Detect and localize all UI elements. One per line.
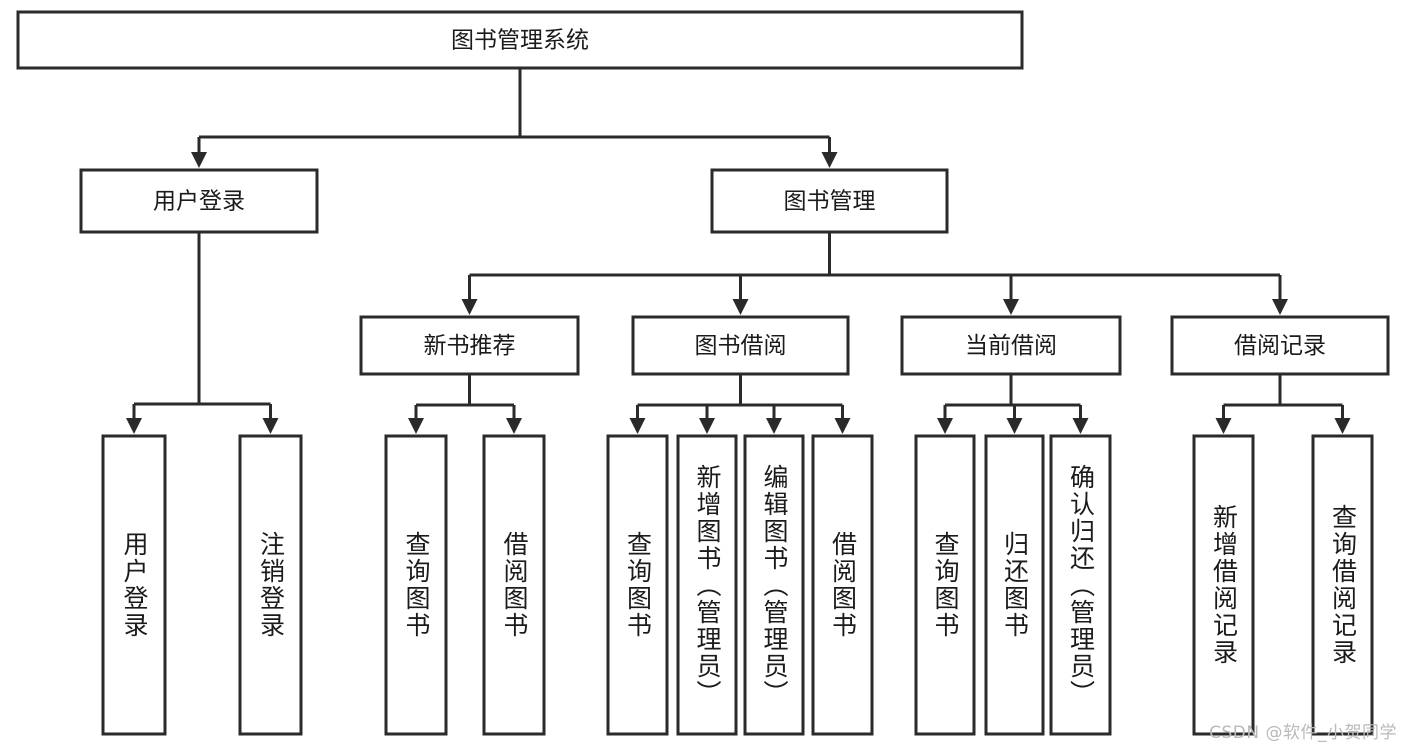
arrow-head-icon <box>732 299 749 315</box>
leaf-node-box[interactable] <box>914 434 976 736</box>
leaf-node-box[interactable] <box>1049 434 1112 736</box>
root-node-box[interactable] <box>16 10 1024 70</box>
arrow-head-icon <box>821 152 838 168</box>
connector-layer <box>126 68 1351 434</box>
level3-node-label: 借阅记录 <box>1234 333 1326 359</box>
arrow-head-icon <box>1072 418 1089 434</box>
leaf-node-box[interactable] <box>984 434 1045 736</box>
level2-node-label: 用户登录 <box>153 189 245 215</box>
arrow-head-icon <box>629 418 646 434</box>
level2-node-box[interactable] <box>710 168 949 234</box>
level3-node-box[interactable] <box>359 315 580 376</box>
leaf-node-box[interactable] <box>676 434 738 736</box>
arrow-head-icon <box>191 152 207 168</box>
level3-node-box[interactable] <box>900 315 1122 376</box>
leaf-node-box[interactable] <box>1311 434 1374 736</box>
root-node-label: 图书管理系统 <box>451 28 589 54</box>
level3-node-label: 图书借阅 <box>695 333 787 359</box>
level3-node-label: 新书推荐 <box>424 333 516 359</box>
arrow-head-icon <box>834 418 851 434</box>
level2-node-label: 图书管理 <box>784 189 876 215</box>
arrow-head-icon <box>1003 299 1019 315</box>
arrow-head-icon <box>1215 418 1232 434</box>
arrow-head-icon <box>506 418 522 434</box>
arrow-head-icon <box>699 418 715 434</box>
level3-node-box[interactable] <box>631 315 850 376</box>
level3-node-box[interactable] <box>1170 315 1390 376</box>
level3-node-label: 当前借阅 <box>965 333 1057 359</box>
level2-node-box[interactable] <box>79 168 319 234</box>
arrow-head-icon <box>937 418 953 434</box>
watermark: CSDN @软件_小贺同学 <box>1209 723 1397 743</box>
leaf-node-box[interactable] <box>811 434 874 736</box>
arrow-head-icon <box>262 418 279 434</box>
arrow-head-icon <box>126 418 142 434</box>
arrow-head-icon <box>408 418 424 434</box>
leaf-node-box[interactable] <box>482 434 546 736</box>
arrow-head-icon <box>1006 418 1023 434</box>
leaf-node-box[interactable] <box>606 434 669 736</box>
arrow-head-icon <box>1334 418 1351 434</box>
leaf-node-box[interactable] <box>238 434 303 736</box>
leaf-node-box[interactable] <box>1192 434 1255 736</box>
arrow-head-icon <box>766 418 782 434</box>
leaf-node-box[interactable] <box>101 434 167 736</box>
leaf-node-box[interactable] <box>384 434 448 736</box>
arrow-head-icon <box>1272 299 1288 315</box>
leaf-node-box[interactable] <box>743 434 805 736</box>
arrow-head-icon <box>461 299 478 315</box>
